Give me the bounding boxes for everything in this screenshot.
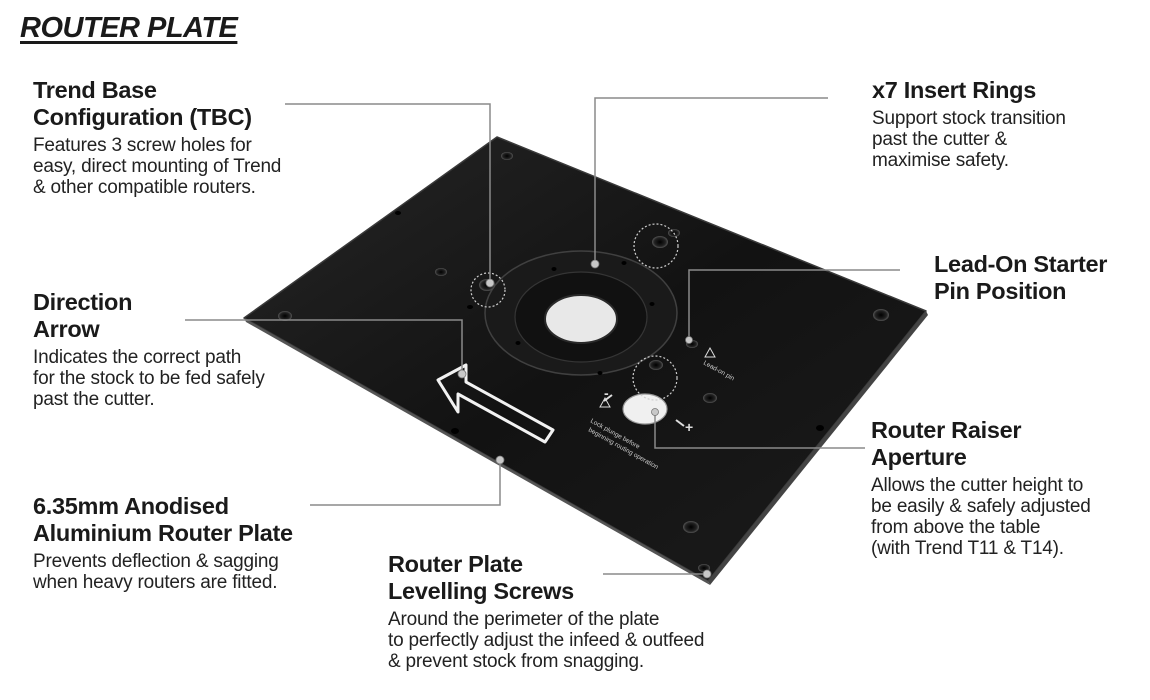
callout-levelling-screws: Router Plate Levelling Screws Around the… xyxy=(388,551,704,672)
callout-heading: Router Plate Levelling Screws xyxy=(388,551,574,604)
callout-heading: Router Raiser Aperture xyxy=(871,417,1022,470)
callout-heading: 6.35mm Anodised Aluminium Router Plate xyxy=(33,493,293,546)
direction-arrow xyxy=(436,363,555,444)
leader-lines xyxy=(185,97,900,575)
insert-rings xyxy=(484,250,678,376)
callout-description: Support stock transition past the cutter… xyxy=(872,108,1066,171)
leader-dots xyxy=(457,259,712,579)
callout-insert-rings: x7 Insert Rings Support stock transition… xyxy=(872,77,1066,171)
callout-router-raiser: Router Raiser Aperture Allows the cutter… xyxy=(871,417,1091,559)
raiser-plus-sign: + xyxy=(685,419,693,435)
callout-lead-on-pin: Lead-On Starter Pin Position xyxy=(934,251,1107,305)
callout-description: Allows the cutter height to be easily & … xyxy=(871,475,1091,559)
callout-heading: Trend Base Configuration (TBC) xyxy=(33,77,252,130)
callout-description: Features 3 screw holes for easy, direct … xyxy=(33,135,282,198)
callout-tbc: Trend Base Configuration (TBC) Features … xyxy=(33,77,281,198)
callout-description: Indicates the correct path for the stock… xyxy=(33,347,265,410)
router-raiser-aperture: - + xyxy=(603,385,693,435)
callout-plate-material: 6.35mm Anodised Aluminium Router Plate P… xyxy=(33,493,293,593)
raiser-minus-sign: - xyxy=(604,385,609,401)
page-title: ROUTER PLATE xyxy=(20,12,238,44)
callout-description: Prevents deflection & sagging when heavy… xyxy=(33,551,279,593)
callout-direction-arrow: Direction Arrow Indicates the correct pa… xyxy=(33,289,265,410)
callout-heading: x7 Insert Rings xyxy=(872,77,1036,103)
callout-heading: Lead-On Starter Pin Position xyxy=(934,251,1108,304)
highlight-circles xyxy=(470,223,679,401)
callout-heading: Direction Arrow xyxy=(33,289,133,342)
screw-holes xyxy=(278,152,889,572)
callout-description: Around the perimeter of the plate to per… xyxy=(388,609,705,672)
